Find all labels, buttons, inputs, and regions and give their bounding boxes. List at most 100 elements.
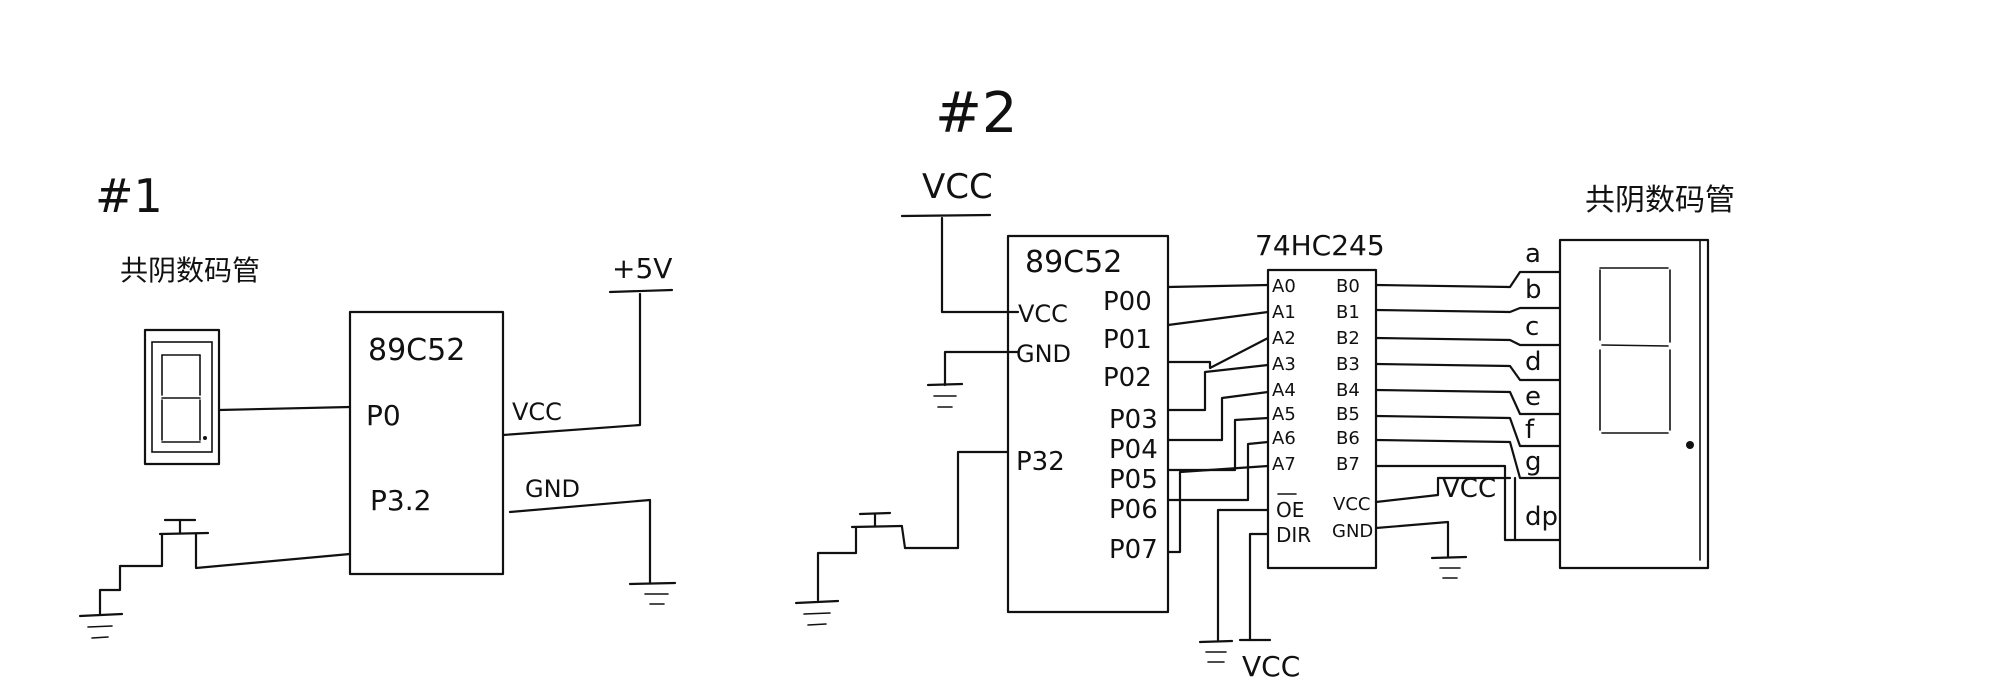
diagram-2-mcu-port-pin: P04 — [1109, 435, 1158, 465]
diagram-1: #1 共阴数码管 89C52 P0 P3.2 VCC +5V — [78, 169, 677, 639]
diagram-2-buffer-a-pin: A5 — [1272, 404, 1296, 425]
diagram-2-label: #2 — [935, 81, 1018, 146]
diagram-2-segment-wire — [1374, 438, 1562, 480]
diagram-2-mcu-pin-p32: P32 — [1016, 447, 1065, 477]
diagram-2-buffer-b-pin: B7 — [1336, 454, 1360, 475]
diagram-2-ground-symbol-mcu — [926, 382, 964, 408]
diagram-2-buffer-b-pin: B2 — [1336, 328, 1360, 349]
diagram-2-buffer-b-pin: B6 — [1336, 428, 1360, 449]
diagram-2-buffer-pin-vcc: VCC — [1333, 494, 1370, 515]
diagram-2-vcc-top-label: VCC — [922, 167, 993, 207]
diagram-2-mcu-pin-gnd: GND — [1016, 340, 1071, 368]
diagram-2-segment-wire — [1374, 336, 1562, 347]
diagram-2-push-button — [816, 511, 907, 602]
diagram-2-segment-wire — [1374, 414, 1562, 448]
diagram-2-port-wires — [1166, 283, 1270, 554]
diagram-2-mcu-port-pin: P01 — [1103, 325, 1152, 355]
diagram-2-segment-wire — [1374, 362, 1562, 382]
diagram-2-port-wire — [1166, 363, 1270, 412]
diagram-1-display-label: 共阴数码管 — [120, 254, 260, 287]
diagram-2-mcu-port-pin: P00 — [1103, 287, 1152, 317]
diagram-2-mcu-port-pin: P05 — [1109, 465, 1158, 495]
diagram-1-pin-p32: P3.2 — [370, 484, 431, 517]
diagram-2-mcu-chip: 89C52 VCC GND P32 P00P01P02P03P04P05P06P… — [1006, 234, 1170, 614]
diagram-2-segment-label: c — [1525, 312, 1539, 342]
diagram-1-pin-p0: P0 — [366, 399, 401, 432]
diagram-1-wire-display-p0 — [217, 405, 352, 412]
diagram-2-wire-p32 — [903, 450, 1010, 550]
diagram-2-buffer-b-pin: B1 — [1336, 302, 1360, 323]
diagram-2-mcu-port-pin: P07 — [1109, 535, 1158, 565]
diagram-2: #2 VCC 89C52 VCC GND P32 P00P01P02P03P04… — [794, 81, 1735, 683]
diagram-1-push-button — [98, 518, 352, 617]
diagram-2-buffer-pin-dir: DIR — [1276, 523, 1311, 547]
diagram-2-port-wire — [1166, 440, 1270, 502]
diagram-1-label: #1 — [95, 169, 163, 223]
diagram-2-segment-wires — [1374, 270, 1562, 542]
diagram-1-wire-vcc — [501, 292, 642, 437]
diagram-2-buffer-vcc-net: VCC — [1442, 474, 1496, 504]
diagram-2-buffer-b-pin: B5 — [1336, 404, 1360, 425]
diagram-1-chip-name: 89C52 — [368, 333, 465, 368]
diagram-2-buffer-pin-gnd: GND — [1332, 521, 1373, 542]
diagram-2-segment-label: dp — [1525, 502, 1558, 532]
diagram-2-buffer-b-pin: B0 — [1336, 276, 1360, 297]
diagram-2-buffer-a-pin: A2 — [1272, 328, 1296, 349]
diagram-2-ground-symbol-buffer — [1430, 555, 1468, 579]
diagram-2-port-wire — [1166, 310, 1270, 327]
diagram-2-buffer-a-pin: A3 — [1272, 354, 1296, 375]
diagram-2-wire-mcu-vcc — [940, 216, 1020, 314]
diagram-2-mcu-port-pin: P02 — [1103, 363, 1152, 393]
diagram-2-buffer-b-pin: B4 — [1336, 380, 1360, 401]
diagram-2-wire-mcu-gnd — [943, 350, 1020, 387]
diagram-2-buffer-a-pin: A0 — [1272, 276, 1296, 297]
diagram-1-supply-label: +5V — [612, 252, 672, 285]
diagram-2-segment-label: e — [1525, 382, 1541, 412]
diagram-2-ground-symbol-button — [794, 599, 840, 626]
diagram-2-buffer-pin-oe: OE — [1276, 498, 1304, 522]
diagram-2-segment-label: d — [1525, 347, 1542, 377]
diagram-2-vcc-bottom-label: VCC — [1242, 650, 1300, 683]
diagram-2-buffer-b-pin: B3 — [1336, 354, 1360, 375]
diagram-1-vcc-label: VCC — [512, 398, 562, 426]
diagram-2-segment-wire — [1374, 270, 1562, 289]
diagram-2-buffer-a-pin: A6 — [1272, 428, 1296, 449]
diagram-2-wire-buffer-gnd — [1374, 520, 1450, 558]
diagram-2-segment-wire — [1374, 464, 1562, 542]
diagram-2-port-wire — [1166, 336, 1270, 370]
diagram-2-mcu-name: 89C52 — [1025, 245, 1122, 280]
diagram-2-port-wire — [1166, 390, 1270, 442]
diagram-1-ground-symbol-left — [78, 612, 124, 639]
diagram-1-ground-symbol-right — [628, 581, 677, 605]
diagram-2-buffer-a-pin: A1 — [1272, 302, 1296, 323]
diagram-2-segment-wire — [1374, 388, 1562, 416]
diagram-2-port-wire — [1166, 283, 1270, 289]
diagram-2-wire-dir — [1248, 532, 1270, 642]
diagram-1-mcu-chip: 89C52 P0 P3.2 — [348, 310, 505, 576]
diagram-2-display-label: 共阴数码管 — [1585, 183, 1735, 218]
diagram-2-mcu-port-pin: P06 — [1109, 495, 1158, 525]
diagram-1-seven-segment-display — [143, 328, 221, 466]
diagram-2-segment-wire — [1374, 306, 1562, 314]
diagram-2-buffer-a-pin: A7 — [1272, 454, 1296, 475]
diagram-2-segment-label: f — [1525, 415, 1535, 445]
diagram-2-segment-label: g — [1525, 447, 1542, 477]
diagram-2-buffer-name: 74HC245 — [1255, 229, 1385, 262]
diagram-1-gnd-label: GND — [525, 475, 580, 503]
diagram-1-wire-gnd — [508, 498, 652, 585]
diagram-2-segment-label: b — [1525, 275, 1542, 305]
diagram-2-mcu-pin-vcc: VCC — [1018, 300, 1068, 328]
diagram-2-mcu-port-pin: P03 — [1109, 405, 1158, 435]
diagram-2-buffer-a-pin: A4 — [1272, 380, 1296, 401]
diagram-2-ground-symbol-oe — [1198, 639, 1234, 663]
diagram-2-wire-oe — [1216, 508, 1270, 642]
diagram-2-segment-label: a — [1525, 239, 1541, 269]
diagram-2-port-wire — [1166, 464, 1270, 554]
diagram-2-seven-segment-display: 共阴数码管 — [1558, 183, 1735, 570]
